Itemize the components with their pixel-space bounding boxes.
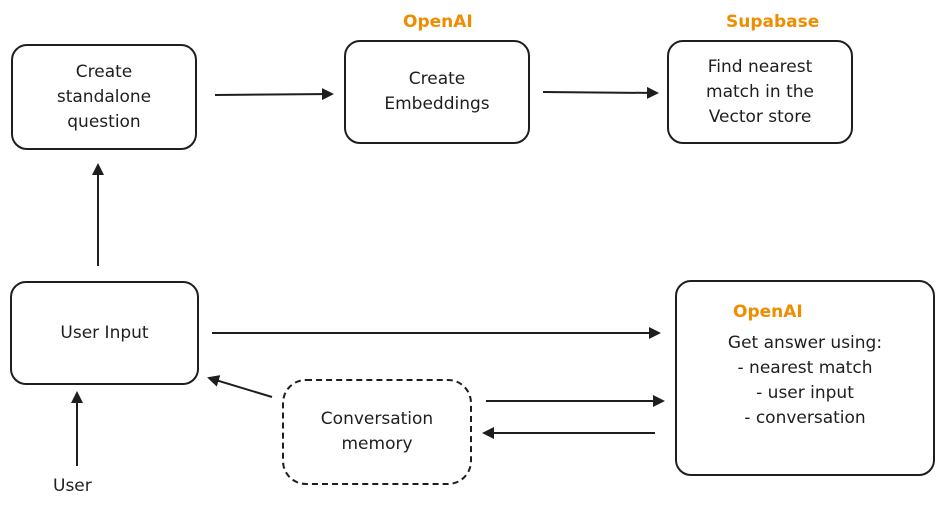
node-text-line: Embeddings [384, 94, 490, 114]
node-text-line: - nearest match [737, 358, 873, 378]
node-text-line: - conversation [744, 408, 866, 428]
embeddings-service-label: OpenAI [403, 12, 473, 32]
create-embeddings-node: Create Embeddings [344, 40, 530, 144]
arrow-standalone-to-embeddings [214, 88, 334, 101]
vector-store-node: Find nearest match in the Vector store [667, 40, 853, 144]
node-text-line: match in the [706, 81, 814, 102]
user-label: User [53, 476, 92, 496]
conversation-memory-node: Conversation memory [282, 379, 472, 485]
node-text-line: Find nearest [707, 56, 813, 77]
node-text-line: standalone [56, 86, 152, 107]
node-text-line: memory [341, 434, 413, 454]
arrow-embeddings-to-vector-store [542, 86, 659, 99]
standalone-question-node: Create standalone question [11, 44, 197, 150]
get-answer-node: OpenAI Get answer using: - nearest match… [675, 280, 935, 476]
vector-store-service-label: Supabase [726, 12, 820, 32]
node-text-line: Create [75, 61, 133, 82]
arrow-memory-to-user-input [207, 375, 273, 398]
node-text-line: question [67, 111, 141, 132]
node-text-line: Get answer using: [727, 333, 883, 353]
answer-service-label: OpenAI [733, 302, 803, 322]
node-text-line: Create [408, 69, 466, 89]
node-text-line: Conversation [320, 409, 434, 429]
node-text-line: - user input [756, 383, 854, 403]
node-text-line: Vector store [708, 106, 812, 127]
user-input-node: User Input [10, 281, 199, 385]
node-text-line: User Input [60, 322, 149, 343]
